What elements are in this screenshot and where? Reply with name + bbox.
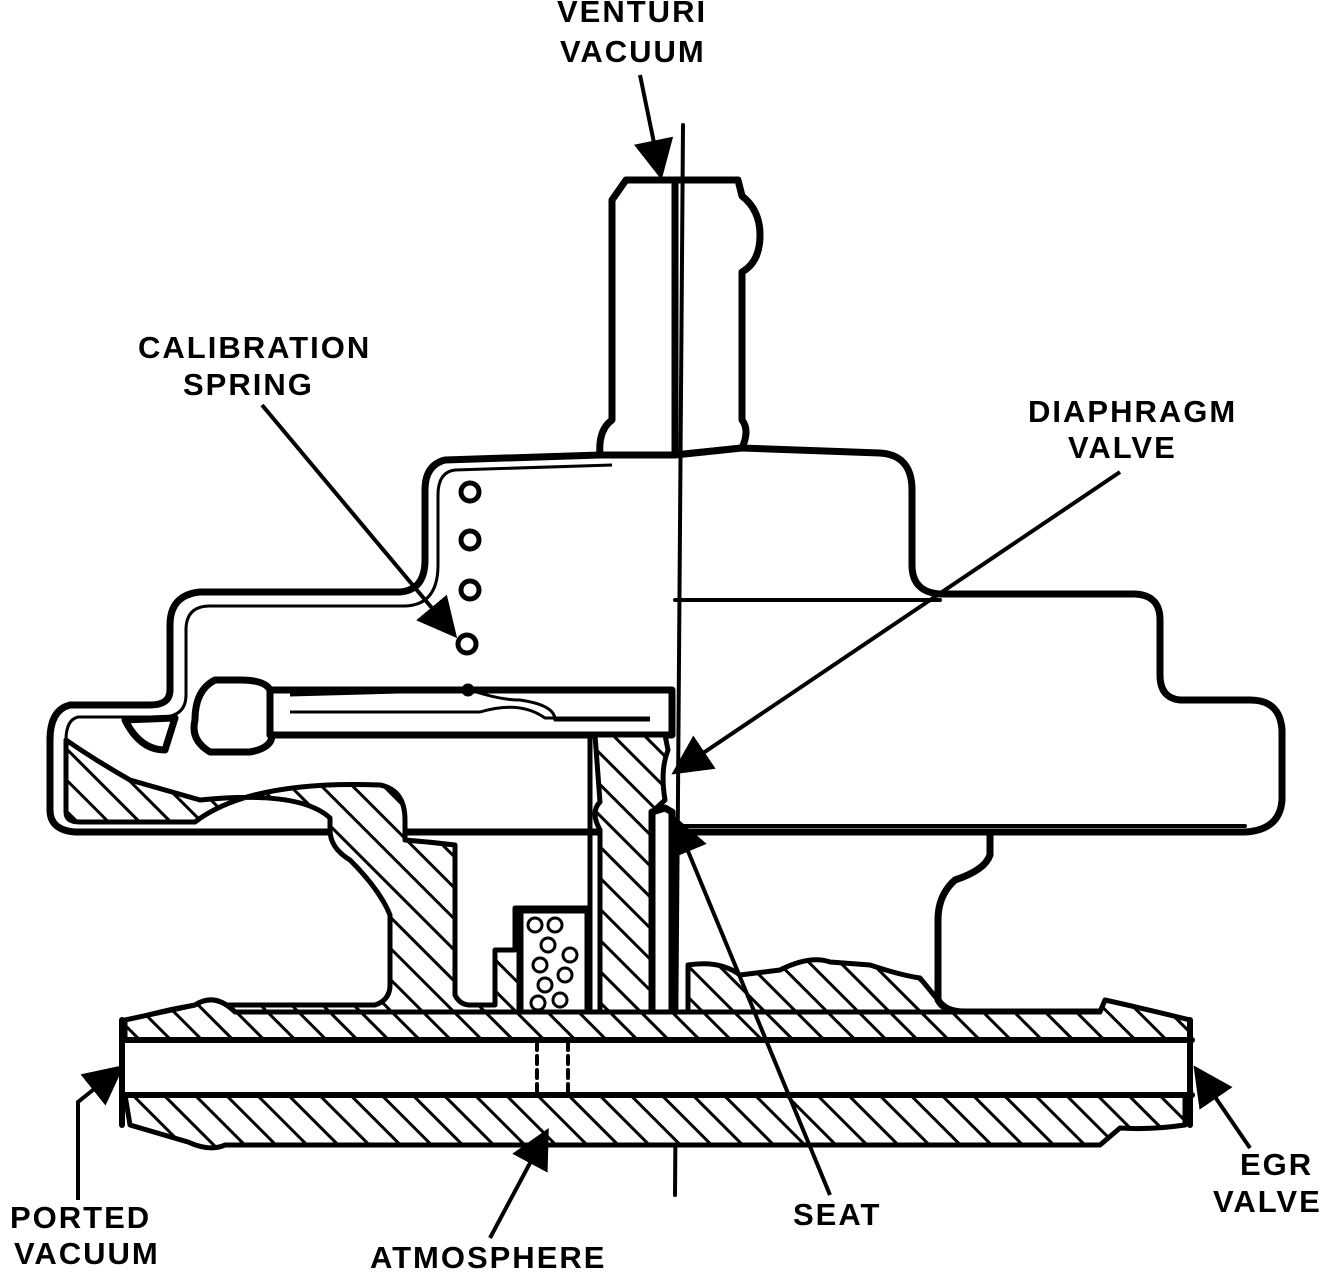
- arrow-seat: [669, 814, 832, 1196]
- arrow-calibration-spring: [260, 403, 458, 639]
- label-calibration-spring-line2: SPRING: [183, 367, 314, 402]
- label-calibration-spring-line1: CALIBRATION: [138, 330, 371, 365]
- label-egr-valve-line1: EGR: [1240, 1147, 1313, 1182]
- arrow-egr-valve: [1193, 1065, 1252, 1150]
- leader-arrows: [76, 74, 1252, 1239]
- label-egr-valve-line2: VALVE: [1213, 1184, 1322, 1219]
- arrow-atmosphere: [488, 1127, 549, 1239]
- arrow-diaphragm-valve: [671, 470, 1122, 775]
- arrow-venturi-vacuum: [633, 74, 674, 180]
- upper-dome: [46, 444, 1286, 836]
- diaphragm: [266, 683, 676, 739]
- label-venturi-vacuum-line2: VACUUM: [560, 34, 706, 69]
- calibration-spring: [455, 480, 482, 656]
- label-ported-vacuum-line1: PORTED: [10, 1200, 151, 1235]
- through-tube: [119, 997, 1195, 1151]
- labels: VENTURI VACUUM CALIBRATION SPRING DIAPHR…: [10, 0, 1322, 1275]
- label-diaphragm-valve-line1: DIAPHRAGM: [1028, 394, 1237, 429]
- venturi-vacuum-nipple: [626, 176, 764, 459]
- label-seat: SEAT: [793, 1197, 881, 1232]
- label-venturi-vacuum-line1: VENTURI: [557, 0, 707, 29]
- label-diaphragm-valve-line2: VALVE: [1068, 430, 1177, 465]
- lower-body: [63, 714, 1103, 1044]
- arrow-ported-vacuum: [76, 1065, 125, 1200]
- label-ported-vacuum-line2: VACUUM: [14, 1236, 160, 1271]
- label-atmosphere: ATMOSPHERE: [370, 1240, 606, 1275]
